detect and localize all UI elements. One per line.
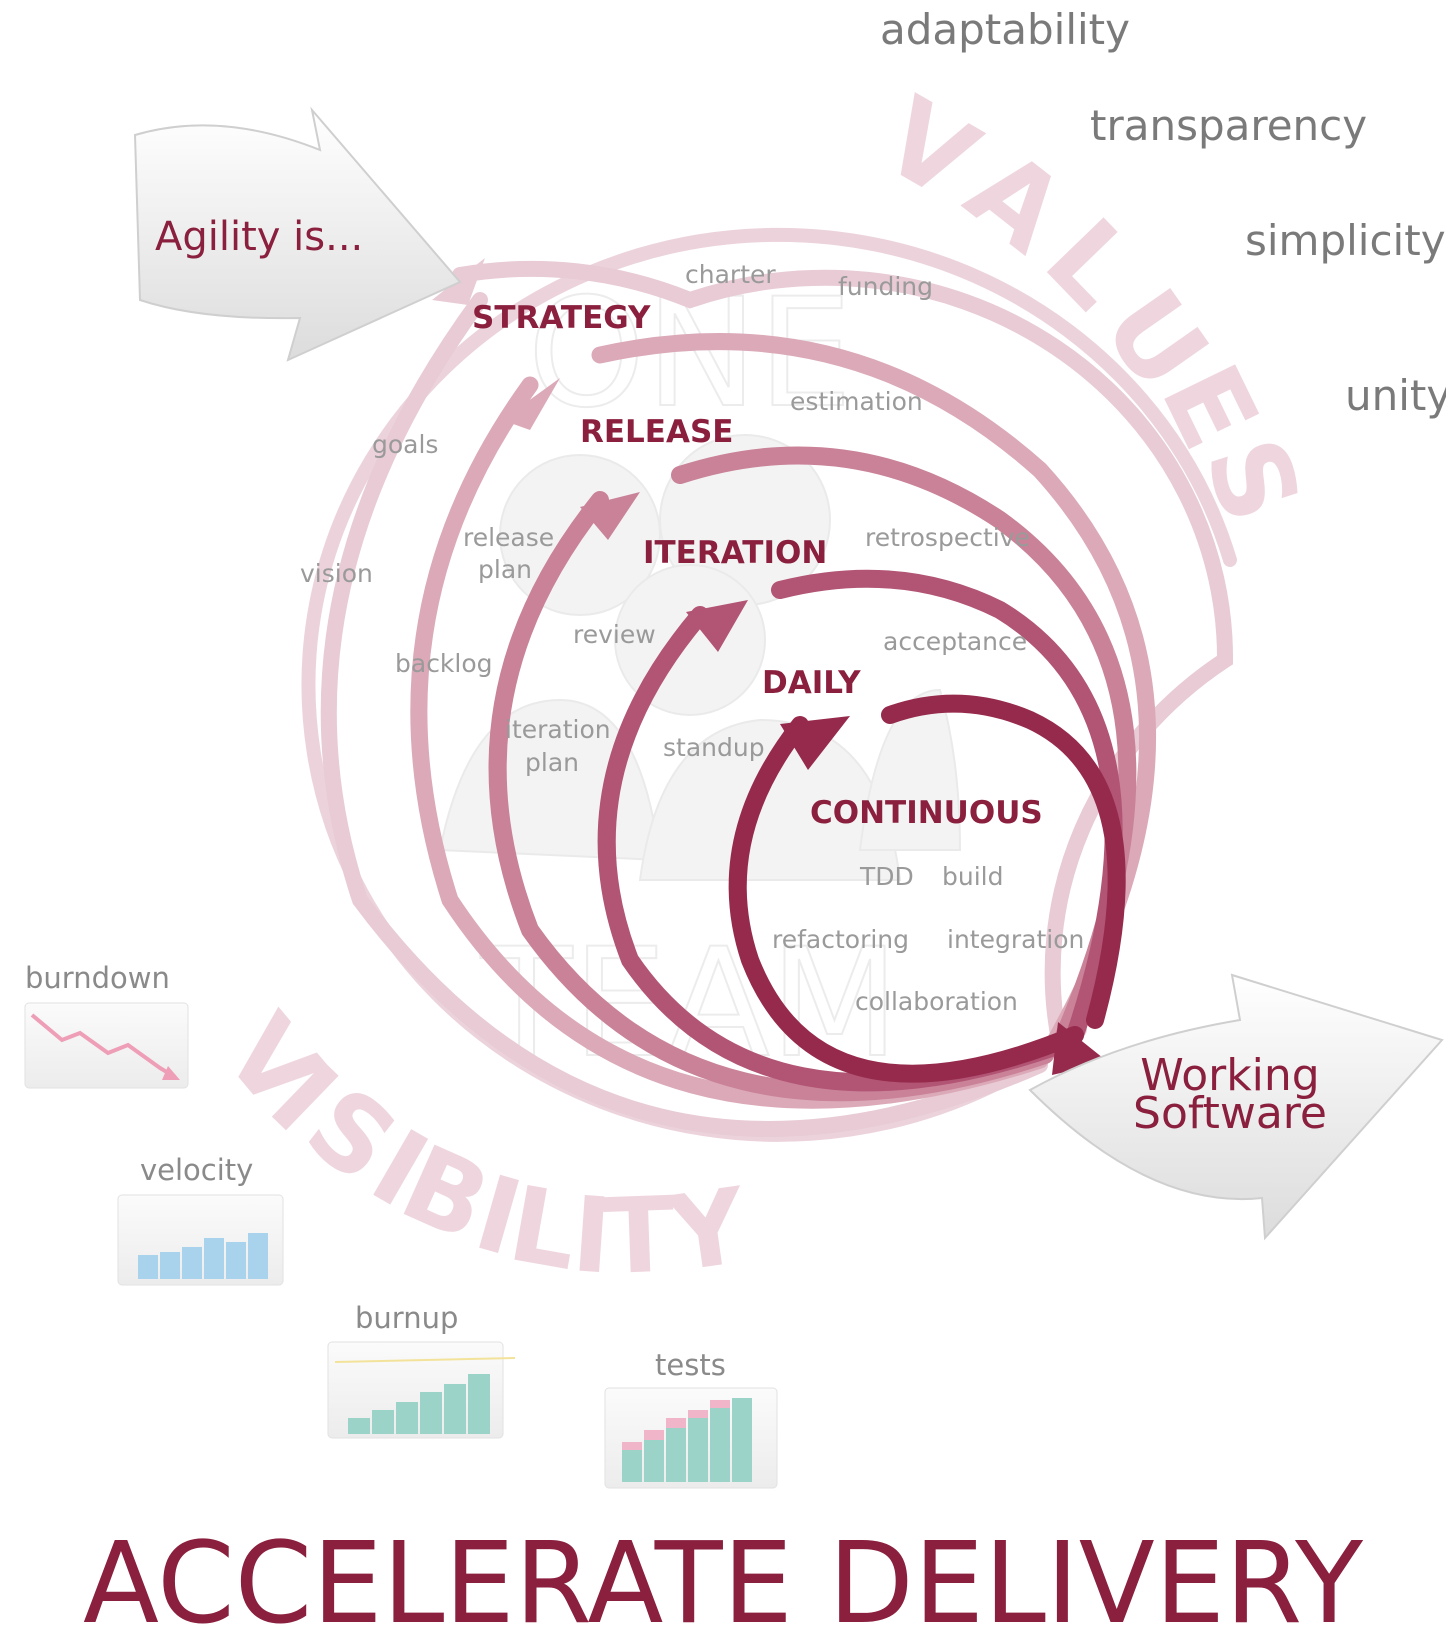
spiral-rings bbox=[320, 260, 1234, 1137]
term-backlog: backlog bbox=[395, 649, 493, 678]
ring-continuous bbox=[881, 694, 1126, 1029]
arrowhead-continuous-icon bbox=[780, 716, 850, 770]
term-iteration-plan-2: plan bbox=[525, 748, 579, 777]
metric-tests: tests bbox=[604, 1348, 778, 1489]
tests-bar-fail bbox=[622, 1442, 642, 1450]
tests-bar-fail bbox=[710, 1400, 730, 1408]
burnup-bar bbox=[444, 1384, 466, 1434]
level-daily: DAILY bbox=[762, 665, 861, 701]
burnup-bars bbox=[348, 1374, 490, 1434]
footer-title: ACCELERATE DELIVERY bbox=[83, 1519, 1364, 1627]
term-review: review bbox=[573, 620, 656, 649]
term-retrospective: retrospective bbox=[865, 523, 1030, 552]
term-collaboration: collaboration bbox=[855, 987, 1018, 1016]
term-release-plan-2: plan bbox=[478, 555, 532, 584]
metric-burnup: burnup bbox=[327, 1301, 516, 1439]
term-refactoring: refactoring bbox=[772, 925, 909, 954]
burndown-line-icon bbox=[30, 1013, 177, 1079]
velocity-bar bbox=[138, 1255, 158, 1279]
ring-release bbox=[591, 333, 1156, 1059]
arrowhead-daily-icon bbox=[686, 600, 748, 652]
visibility-letter: I bbox=[568, 1173, 615, 1297]
working-software-line2: Software bbox=[1133, 1088, 1327, 1139]
velocity-bar bbox=[226, 1242, 246, 1279]
level-release: RELEASE bbox=[580, 414, 733, 450]
value-unity: unity bbox=[1345, 371, 1446, 420]
burnup-bar bbox=[468, 1374, 490, 1434]
tests-bar-pass bbox=[644, 1440, 664, 1482]
value-simplicity: simplicity bbox=[1245, 216, 1446, 265]
values-list: adaptability transparency simplicity uni… bbox=[880, 5, 1446, 420]
burnup-bar bbox=[372, 1410, 394, 1434]
ring-continuous-lower bbox=[728, 716, 1084, 1083]
tests-bar-fail bbox=[666, 1418, 686, 1428]
working-software-output-arrow bbox=[1028, 973, 1444, 1241]
level-iteration: ITERATION bbox=[643, 535, 827, 571]
visibility-letter: T bbox=[602, 1174, 677, 1298]
arrowhead-iteration-icon bbox=[580, 492, 640, 540]
tests-bar-pass bbox=[666, 1428, 686, 1482]
ring-strategy-lower bbox=[320, 292, 1048, 1137]
term-build: build bbox=[942, 862, 1003, 891]
term-iteration-plan-1: iteration bbox=[505, 715, 611, 744]
level-titles: STRATEGY RELEASE ITERATION DAILY CONTINU… bbox=[472, 300, 1043, 831]
term-funding: funding bbox=[838, 272, 933, 301]
velocity-bar bbox=[160, 1252, 180, 1279]
velocity-bars bbox=[138, 1233, 268, 1279]
tests-bar-pass bbox=[622, 1450, 642, 1482]
agility-input-arrow bbox=[133, 106, 462, 362]
term-vision: vision bbox=[300, 559, 373, 588]
burnup-bar bbox=[420, 1392, 442, 1434]
metric-burndown: burndown bbox=[24, 961, 189, 1089]
term-goals: goals bbox=[372, 430, 438, 459]
burnup-target-line bbox=[334, 1357, 516, 1363]
velocity-bar bbox=[204, 1238, 224, 1279]
agility-intro-text: Agility is... bbox=[155, 214, 363, 260]
burndown-panel bbox=[24, 1002, 189, 1089]
ring-iteration-lower bbox=[488, 491, 1054, 1102]
burnup-bar bbox=[396, 1402, 418, 1434]
metric-burndown-label: burndown bbox=[25, 961, 170, 995]
burndown-arrowhead-icon bbox=[162, 1066, 180, 1080]
metric-burnup-label: burnup bbox=[355, 1301, 458, 1335]
working-software-line1: Working bbox=[1140, 1050, 1319, 1101]
term-estimation: estimation bbox=[790, 387, 923, 416]
term-standup: standup bbox=[663, 733, 765, 762]
term-tdd: TDD bbox=[859, 862, 914, 891]
term-release-plan-1: release bbox=[463, 523, 554, 552]
term-charter: charter bbox=[685, 260, 776, 289]
term-acceptance: acceptance bbox=[883, 627, 1027, 656]
tests-bar-pass bbox=[710, 1408, 730, 1482]
value-transparency: transparency bbox=[1090, 101, 1367, 150]
tests-bar-fail bbox=[644, 1430, 664, 1440]
burnup-bar bbox=[348, 1418, 370, 1434]
tests-bar-pass bbox=[688, 1418, 708, 1482]
visibility-letter: Y bbox=[660, 1164, 755, 1296]
metric-velocity: velocity bbox=[117, 1153, 284, 1286]
term-integration: integration bbox=[947, 925, 1084, 954]
velocity-bar bbox=[248, 1233, 268, 1279]
tests-bar-pass bbox=[732, 1398, 752, 1482]
value-adaptability: adaptability bbox=[880, 5, 1130, 54]
metric-tests-label: tests bbox=[655, 1348, 726, 1382]
level-continuous: CONTINUOUS bbox=[810, 795, 1043, 831]
tests-bars bbox=[622, 1398, 752, 1482]
practice-terms: charter funding goals vision estimation … bbox=[300, 260, 1084, 1016]
velocity-bar bbox=[182, 1247, 202, 1279]
tests-bar-fail bbox=[688, 1410, 708, 1418]
ring-strategy bbox=[452, 260, 1234, 1053]
level-strategy: STRATEGY bbox=[472, 300, 651, 336]
metric-velocity-label: velocity bbox=[140, 1153, 253, 1187]
arrowhead-release-icon bbox=[502, 378, 560, 430]
